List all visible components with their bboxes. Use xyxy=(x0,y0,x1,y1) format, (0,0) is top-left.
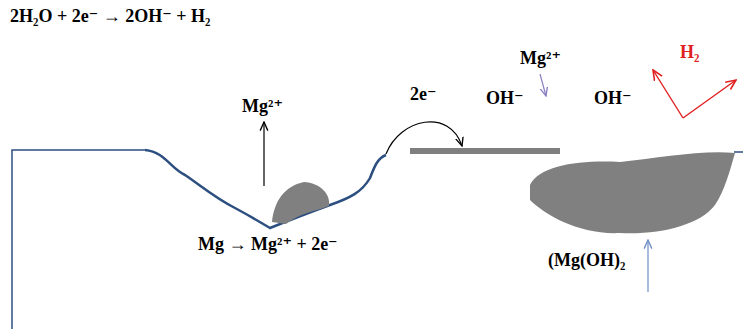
ion-label: Mg²⁺ xyxy=(520,48,561,69)
product-label: (Mg(OH)₂ xyxy=(548,250,625,271)
gas-arrow xyxy=(653,70,683,118)
cathodic-reaction: 2H₂O + 2e⁻ → 2OH⁻ + H₂ xyxy=(10,6,210,27)
gas-arrow xyxy=(683,80,736,118)
ion-arrow xyxy=(263,122,264,186)
ion-label: OH⁻ xyxy=(594,88,632,109)
pit-deposit xyxy=(272,182,329,224)
metal-surface xyxy=(12,150,145,329)
cathode-film xyxy=(410,148,560,154)
gas-label: H₂ xyxy=(680,42,699,63)
metal-surface xyxy=(734,151,743,153)
electron-label: 2e⁻ xyxy=(410,84,437,105)
ion-label: Mg²⁺ xyxy=(242,96,283,117)
ion-label: OH⁻ xyxy=(486,88,524,109)
ion-arrow xyxy=(540,74,546,96)
electron-arrow xyxy=(386,122,462,154)
pointer-arrow xyxy=(647,240,648,292)
anodic-reaction: Mg → Mg²⁺ + 2e⁻ xyxy=(198,234,338,255)
corrosion-pit xyxy=(145,150,386,228)
hydroxide-layer xyxy=(530,152,735,233)
